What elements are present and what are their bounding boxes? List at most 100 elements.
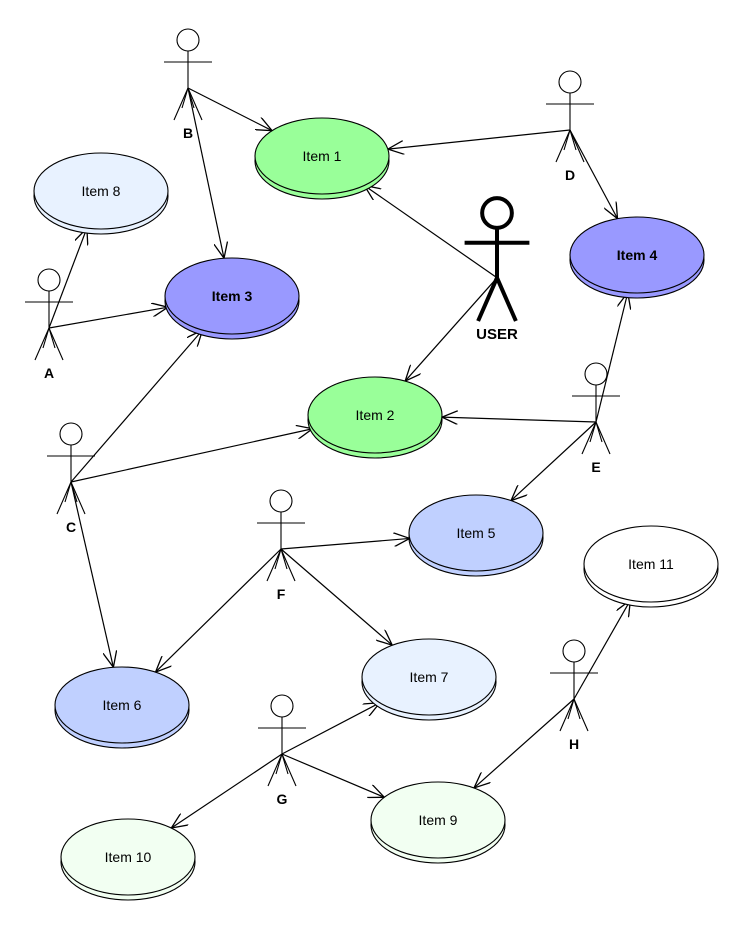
use-case-label: Item 10 xyxy=(105,849,152,865)
actor-b[interactable]: B xyxy=(164,28,212,141)
actor-label: G xyxy=(277,791,288,807)
actor-label: B xyxy=(183,125,193,141)
actor-head xyxy=(176,28,200,52)
use-case-item5[interactable]: Item 5 xyxy=(408,494,544,577)
actor-label: D xyxy=(565,167,575,183)
actor-head xyxy=(562,639,586,663)
use-case-ellipse xyxy=(254,117,390,195)
use-case-ellipse xyxy=(583,525,719,603)
use-case-label: Item 3 xyxy=(212,288,253,304)
use-case-label: Item 7 xyxy=(410,669,449,685)
actor-g[interactable]: G xyxy=(258,694,306,807)
association-E-item5 xyxy=(511,421,597,501)
association-A-item3 xyxy=(48,307,168,329)
use-case-item11[interactable]: Item 11 xyxy=(583,525,719,608)
association-D-item4 xyxy=(569,129,618,219)
actor-body xyxy=(550,662,598,732)
use-case-item9[interactable]: Item 9 xyxy=(370,781,506,864)
actor-label: H xyxy=(569,736,579,752)
actor-legs xyxy=(64,480,78,503)
actor-h[interactable]: H xyxy=(550,639,598,752)
use-case-ellipse xyxy=(569,216,705,294)
actor-user[interactable]: USER xyxy=(464,196,530,343)
use-cases: Item 1 Item 2 Item 3 Item 4 Item 5 Item 6 Item… xyxy=(33,117,719,901)
actor-label: USER xyxy=(476,326,518,343)
use-case-ellipse xyxy=(164,257,300,335)
associations xyxy=(48,87,630,828)
association-C-item3 xyxy=(70,330,202,483)
actor-head xyxy=(37,268,61,292)
use-case-item10[interactable]: Item 10 xyxy=(60,818,196,901)
actor-legs xyxy=(181,86,195,109)
use-case-label: Item 8 xyxy=(82,183,121,199)
actor-label: C xyxy=(66,519,76,535)
use-case-label: Item 9 xyxy=(419,812,458,828)
actors: A B C D E F G H USER xyxy=(25,28,620,807)
actor-head xyxy=(270,694,294,718)
actor-legs xyxy=(567,697,581,720)
actor-a[interactable]: A xyxy=(25,268,73,381)
use-case-item6[interactable]: Item 6 xyxy=(54,666,190,749)
association-B-item1 xyxy=(187,87,272,131)
association-F-item6 xyxy=(156,548,282,672)
use-case-label: Item 2 xyxy=(356,407,395,423)
actor-label: E xyxy=(591,459,600,475)
use-case-ellipse xyxy=(408,494,544,572)
actor-body xyxy=(164,51,212,121)
association-E-item2 xyxy=(442,417,597,422)
actor-legs xyxy=(563,128,577,151)
association-A-item8 xyxy=(48,228,87,329)
actor-body xyxy=(47,445,95,515)
use-case-label: Item 11 xyxy=(628,556,674,572)
actor-body xyxy=(258,717,306,787)
actor-legs xyxy=(274,547,288,570)
use-case-label: Item 6 xyxy=(103,697,142,713)
actor-c[interactable]: C xyxy=(47,422,95,535)
actor-legs xyxy=(275,752,289,775)
actor-head xyxy=(480,196,514,230)
association-USER-item1 xyxy=(364,185,498,279)
association-G-item7 xyxy=(281,703,380,755)
actor-f[interactable]: F xyxy=(257,489,305,602)
actor-head xyxy=(59,422,83,446)
association-G-item9 xyxy=(281,753,384,797)
association-C-item2 xyxy=(70,429,313,483)
use-case-ellipse xyxy=(33,152,169,230)
association-F-item5 xyxy=(280,538,410,550)
association-G-item10 xyxy=(171,753,283,828)
association-H-item11 xyxy=(573,600,630,700)
actor-body xyxy=(546,93,594,163)
association-D-item1 xyxy=(388,129,571,149)
actor-e[interactable]: E xyxy=(572,362,620,475)
use-case-label: Item 4 xyxy=(617,247,658,263)
actor-d[interactable]: D xyxy=(546,70,594,183)
actor-label: A xyxy=(44,365,54,381)
use-case-ellipse xyxy=(370,781,506,859)
actor-body xyxy=(257,512,305,582)
use-case-item3[interactable]: Item 3 xyxy=(164,257,300,340)
actor-body xyxy=(572,385,620,455)
association-H-item9 xyxy=(474,698,575,788)
actor-head xyxy=(584,362,608,386)
use-case-item8[interactable]: Item 8 xyxy=(33,152,169,235)
association-B-item3 xyxy=(187,87,224,258)
actor-head xyxy=(269,489,293,513)
actor-head xyxy=(558,70,582,94)
actor-legs xyxy=(42,326,56,349)
actor-legs xyxy=(589,420,603,443)
association-C-item6 xyxy=(70,481,113,667)
association-USER-item2 xyxy=(405,277,498,381)
use-case-item7[interactable]: Item 7 xyxy=(361,638,497,721)
actor-body xyxy=(464,227,530,322)
use-case-item1[interactable]: Item 1 xyxy=(254,117,390,200)
use-case-ellipse xyxy=(54,666,190,744)
use-case-item2[interactable]: Item 2 xyxy=(307,376,443,459)
use-case-ellipse xyxy=(361,638,497,716)
use-case-ellipse xyxy=(307,376,443,454)
association-E-item4 xyxy=(595,293,628,423)
use-case-label: Item 5 xyxy=(457,525,496,541)
use-case-ellipse xyxy=(60,818,196,896)
use-case-label: Item 1 xyxy=(303,148,342,164)
use-case-item4[interactable]: Item 4 xyxy=(569,216,705,299)
